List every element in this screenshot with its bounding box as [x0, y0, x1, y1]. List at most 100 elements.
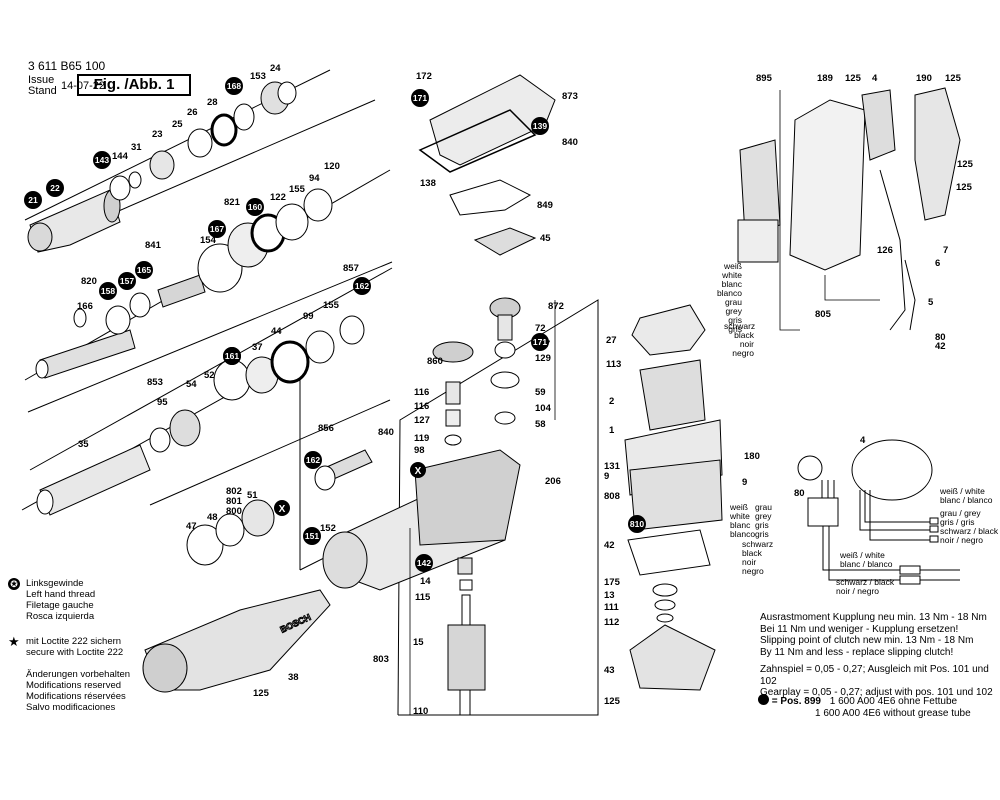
part-number-label: 26 — [187, 107, 198, 118]
wire-black-en: black — [734, 330, 754, 340]
issue-label: Issue — [28, 74, 55, 86]
wiring-schematic — [797, 439, 960, 585]
part-number-label: 801 — [226, 496, 242, 507]
part-number-circled-label: 162 — [304, 451, 322, 469]
part-number-label: 853 — [147, 377, 163, 388]
part-number-label: 52 — [204, 370, 215, 381]
legend-lh-es: Rosca izquierda — [26, 611, 95, 622]
part-number-label: 122 — [270, 192, 286, 203]
housing-parts: BOSCH — [142, 449, 521, 693]
part-number-label: 72 — [535, 323, 546, 334]
part-number-circled-label: 161 — [223, 347, 241, 365]
part-number-label: 152 — [320, 523, 336, 534]
part-number-label: 840 — [562, 137, 578, 148]
wire-grey-fr: gris — [728, 315, 742, 325]
part-number-label: 28 — [207, 97, 218, 108]
wire-white-en: white — [722, 270, 742, 280]
part-number-label: 820 — [81, 276, 97, 287]
part-number-label: 808 — [604, 491, 620, 502]
part-number-label: 821 — [224, 197, 240, 208]
part-number-circled-label: 171 — [411, 89, 429, 107]
part-number-label: 1 — [609, 425, 615, 436]
schem-white-lower-2: blanc / blanco — [840, 559, 893, 569]
part-number-label: 125 — [945, 73, 961, 84]
clutch-note-4: By 11 Nm and less - replace slipping clu… — [760, 646, 954, 658]
loctite-legend: ★ mit Loctite 222 sichern secure with Lo… — [8, 634, 123, 658]
part-number-circled-label: 162 — [353, 277, 371, 295]
part-number-label: 126 — [877, 245, 893, 256]
loctite-star-icon: ★ — [8, 634, 20, 649]
wire-grey-de-2: grau — [755, 502, 773, 512]
svg-text:X: X — [279, 504, 286, 515]
modifications-legend: Änderungen vorbehalten Modifications res… — [26, 669, 156, 713]
wire-black-de-2: schwarz — [742, 539, 774, 549]
leader-lines — [409, 90, 880, 715]
part-number-circled-label: 157 — [118, 272, 136, 290]
wire-grey-es: gris — [728, 324, 742, 334]
gearplay-note-1: Zahnspiel = 0,05 - 0,27; Ausgleich mit P… — [760, 664, 989, 687]
part-number-label: 155 — [289, 184, 305, 195]
legend-mod-es: Salvo modificaciones — [26, 702, 116, 713]
part-number-circled-label: 165 — [135, 261, 153, 279]
part-number-label: 51 — [247, 490, 258, 501]
clutch-note-1: Ausrastmoment Kupplung neu min. 13 Nm - … — [760, 612, 987, 623]
part-number-label: 94 — [309, 173, 320, 184]
part-number-label: 110 — [413, 706, 429, 717]
striker-parts — [36, 315, 373, 566]
part-number-circled-label: 158 — [99, 282, 117, 300]
wire-black-label-top: schwarz black noir negro — [724, 321, 756, 358]
part-number-label: 111 — [604, 602, 619, 613]
part-number-circled-label: 142 — [415, 554, 433, 572]
part-number-label: 4 — [872, 73, 878, 84]
part-number-label: 14 — [420, 576, 431, 587]
part-number-label: 119 — [414, 433, 430, 444]
schem-grey-1: grau / grey — [940, 508, 981, 518]
schem-black-lower-2: noir / negro — [836, 586, 879, 596]
part-number-label: 849 — [537, 200, 553, 211]
part-number-label: 59 — [535, 387, 546, 398]
wire-grey-en-2: grey — [755, 511, 772, 521]
part-number-label: 175 — [604, 577, 620, 588]
part-number-label: 35 — [78, 439, 89, 450]
schem-black-lower-1: schwarz / black — [836, 577, 895, 587]
part-number-label: 113 — [606, 359, 622, 370]
part-number-label: 31 — [131, 142, 142, 153]
part-number-circled-label: 168 — [225, 77, 243, 95]
part-number-label: 125 — [956, 182, 972, 193]
part-number-label: 23 — [152, 129, 163, 140]
wire-grey-label-top: grau grey gris gris — [708, 298, 742, 334]
part-number-label: 24 — [270, 63, 281, 74]
part-number-circled-label: 171 — [531, 333, 549, 351]
part-number-label: 43 — [604, 665, 615, 676]
part-number-label: 206 — [545, 476, 561, 487]
wire-black-es-2: negro — [742, 566, 764, 576]
part-number-circled-label: 21 — [24, 191, 42, 209]
part-number-label: 144 — [112, 151, 128, 162]
part-number-label: 153 — [250, 71, 266, 82]
figure-label: Fig. /Abb. 1 — [77, 74, 191, 96]
wire-white-es-2: blanco — [730, 529, 756, 539]
part-number-label: 9 — [604, 471, 610, 482]
part-number-label: 116 — [414, 401, 430, 412]
part-number-label: 58 — [535, 419, 546, 430]
schem-black-1: schwarz / black — [940, 526, 999, 536]
part-number-label: 99 — [303, 311, 314, 322]
part-number-label: 42 — [604, 540, 615, 551]
part-number-circled-label: 22 — [46, 179, 64, 197]
part-number-label: 25 — [172, 119, 183, 130]
part-number-label: 45 — [540, 233, 551, 244]
part-number-label: 116 — [414, 387, 430, 398]
grease-pos: = Pos. 899 — [771, 696, 821, 707]
schem-white-1: weiß / white — [940, 486, 985, 496]
gearplay-note: Zahnspiel = 0,05 - 0,27; Ausgleich mit P… — [760, 664, 995, 699]
part-number-label: 131 — [604, 461, 620, 472]
part-number-label: 872 — [548, 301, 564, 312]
part-number-label: 48 — [207, 512, 218, 523]
part-number-label: 857 — [343, 263, 359, 274]
wire-black-de: schwarz — [724, 321, 756, 331]
part-number-label: 125 — [957, 159, 973, 170]
schematic-black-label-lower: schwarz / black noir / negro — [836, 578, 894, 596]
stand-label: Stand — [28, 85, 57, 97]
grease-line-2: 1 600 A00 4E6 without grease tube — [815, 707, 971, 719]
